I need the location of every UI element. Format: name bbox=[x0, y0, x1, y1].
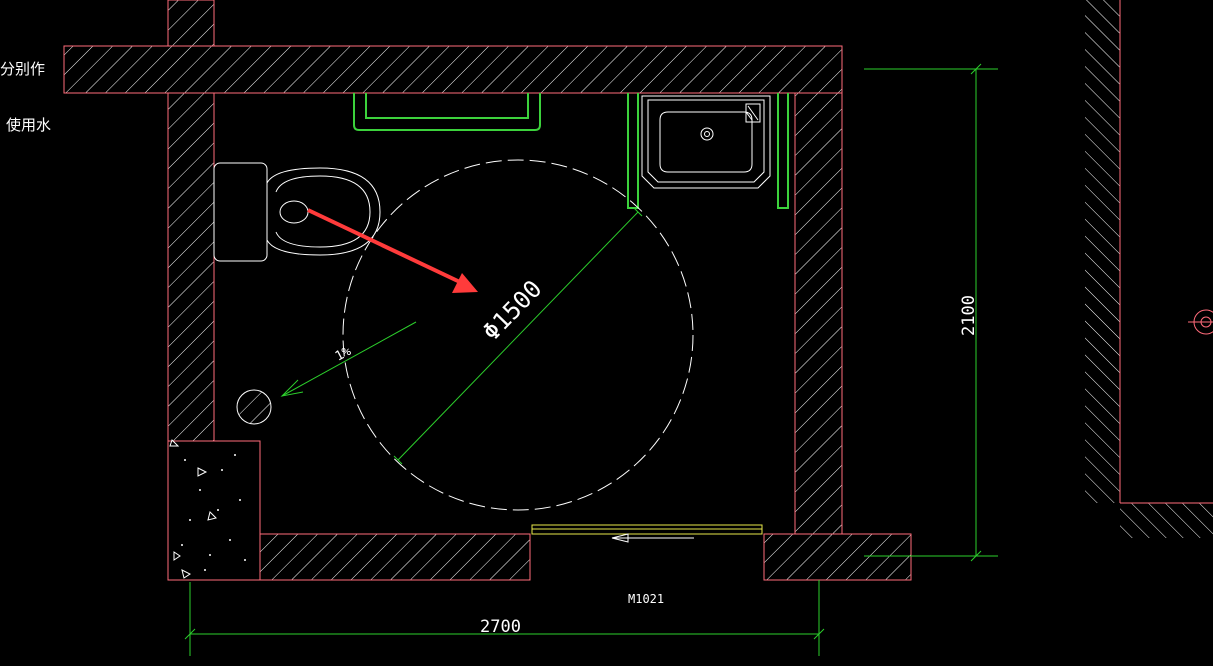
turning-circle-label: Φ1500 bbox=[477, 275, 547, 346]
concrete-fill bbox=[169, 439, 246, 579]
dimension-width bbox=[184, 580, 825, 656]
wash-basin-icon bbox=[641, 95, 771, 189]
concrete-column bbox=[167, 440, 261, 581]
grab-bar-basin bbox=[627, 93, 789, 209]
wall-right bbox=[794, 92, 843, 535]
slope-label: 1% bbox=[333, 344, 354, 365]
diameter-line bbox=[393, 207, 643, 465]
wall-top-stub bbox=[167, 0, 215, 47]
dimension-height-label: 2100 bbox=[959, 295, 979, 336]
door-swing-marker bbox=[611, 533, 694, 543]
dimension-height bbox=[864, 63, 998, 562]
door bbox=[531, 524, 763, 535]
wall-neighbour-right bbox=[1085, 0, 1120, 503]
red-arrow-icon bbox=[307, 208, 478, 293]
toilet-icon bbox=[213, 162, 381, 262]
slope-arrow bbox=[280, 321, 417, 397]
partial-target-symbol bbox=[1188, 309, 1213, 335]
side-note-2: 使用水 bbox=[6, 116, 51, 134]
wall-left bbox=[167, 92, 215, 442]
wall-top bbox=[63, 45, 843, 94]
dimension-width-label: 2700 bbox=[480, 617, 521, 637]
door-label: M1021 bbox=[628, 592, 664, 606]
wall-neighbour-bottom bbox=[1120, 503, 1213, 538]
grab-bar-top bbox=[353, 93, 541, 131]
walls bbox=[63, 0, 1213, 581]
side-note-1: 分别作 bbox=[0, 60, 45, 78]
turning-circle bbox=[342, 159, 694, 511]
wall-bottom-left bbox=[259, 533, 531, 581]
wall-bottom-right bbox=[763, 533, 912, 581]
floor-drain-icon bbox=[236, 389, 272, 425]
